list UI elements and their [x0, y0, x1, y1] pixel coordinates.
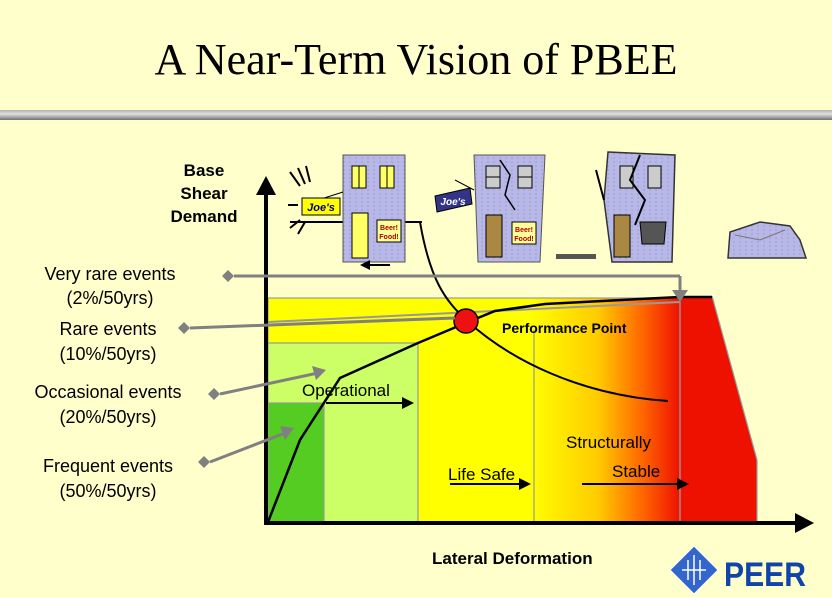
very-rare-connector-diamond [222, 270, 234, 282]
event-frequent-period: (50%/50yrs) [59, 481, 156, 501]
zone-orange-gradient [530, 298, 680, 523]
x-axis-label: Lateral Deformation [432, 549, 593, 568]
building-operational-icon: Beer! Food! Joe's [288, 154, 406, 270]
event-very-rare-period: (2%/50yrs) [66, 288, 153, 308]
title-divider [0, 110, 832, 120]
y-axis-label-line-1: Base [184, 161, 225, 180]
building-life-safe-icon: Beer! Food! Joe's [434, 154, 596, 263]
zone-red [680, 296, 757, 523]
y-axis-label-line-3: Demand [170, 207, 237, 226]
level-life-safe-label: Life Safe [448, 465, 515, 484]
building-structurally-stable-icon [595, 151, 676, 263]
demand-spectrum-curve [419, 221, 669, 402]
frequent-connector-diamond [198, 456, 210, 468]
occasional-connector-diamond [208, 388, 220, 400]
peer-logo: PEER [669, 545, 806, 595]
event-frequent-label: Frequent events [43, 456, 173, 476]
event-very-rare-label: Very rare events [44, 264, 175, 284]
event-rare-label: Rare events [59, 319, 156, 339]
svg-text:Food!: Food! [514, 236, 533, 243]
level-structurally-stable-label-2: Stable [612, 462, 660, 481]
joes-sign-2: Joe's [440, 197, 466, 208]
slide-title: A Near-Term Vision of PBEE [154, 35, 678, 84]
x-axis-arrowhead [795, 513, 814, 533]
level-structurally-stable-label-1: Structurally [566, 433, 652, 452]
zone-frequent [268, 403, 324, 523]
svg-text:Beer!: Beer! [380, 225, 398, 232]
svg-text:Beer!: Beer! [515, 227, 533, 234]
event-rare-period: (10%/50yrs) [59, 344, 156, 364]
performance-point-marker [453, 308, 479, 334]
building-collapse-icon [727, 221, 808, 259]
event-occasional-label: Occasional events [34, 382, 181, 402]
y-axis-arrowhead [256, 176, 276, 195]
peer-logo-text: PEER [724, 556, 806, 594]
capacity-curve [266, 295, 712, 523]
event-occasional-period: (20%/50yrs) [59, 407, 156, 427]
level-operational-label: Operational [302, 381, 390, 400]
y-axis-label-line-2: Shear [180, 184, 228, 203]
performance-point-label: Performance Point [502, 320, 627, 336]
joes-sign-1: Joe's [307, 202, 335, 214]
rare-connector-diamond [178, 322, 190, 334]
svg-text:Food!: Food! [379, 234, 398, 241]
